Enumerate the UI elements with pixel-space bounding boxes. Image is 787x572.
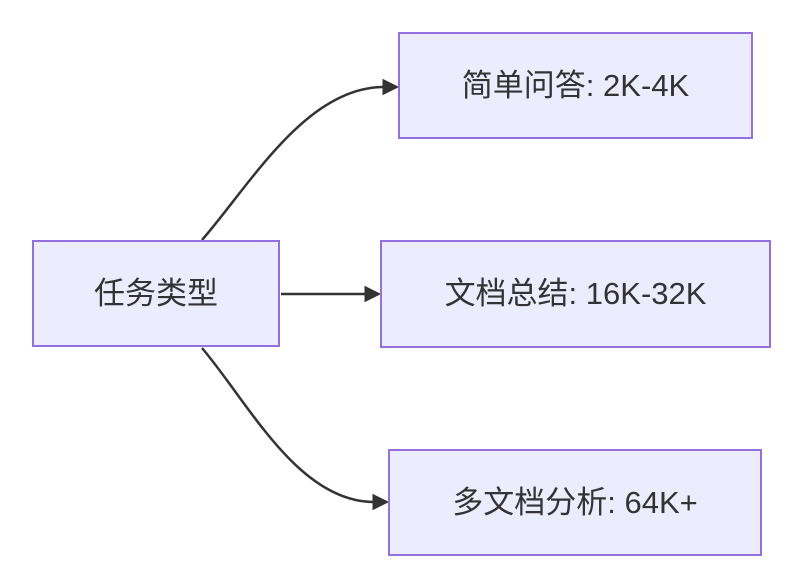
edge-to-simple-qa <box>201 78 400 241</box>
node-doc-summary-label: 文档总结: 16K-32K <box>444 276 707 312</box>
node-doc-summary: 文档总结: 16K-32K <box>380 240 771 348</box>
node-task-type: 任务类型 <box>32 240 280 347</box>
node-multi-doc: 多文档分析: 64K+ <box>388 449 762 556</box>
edge-to-doc-summary <box>281 285 382 303</box>
node-multi-doc-label: 多文档分析: 64K+ <box>452 484 698 520</box>
node-task-type-label: 任务类型 <box>94 275 218 311</box>
edge-to-multi-doc <box>201 347 390 511</box>
node-simple-qa: 简单问答: 2K-4K <box>398 32 753 139</box>
arrowhead-icon <box>382 78 400 96</box>
arrowhead-icon <box>372 493 390 511</box>
arrowhead-icon <box>364 285 382 303</box>
node-simple-qa-label: 简单问答: 2K-4K <box>461 67 690 103</box>
